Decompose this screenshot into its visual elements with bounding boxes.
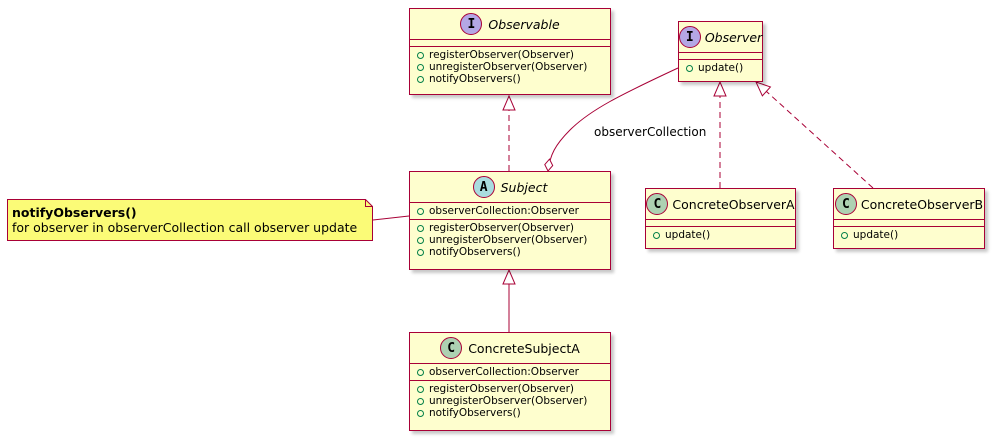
aggregation-edge-observer-subject [544, 67, 679, 172]
class-icon: C [646, 193, 669, 215]
method-row: unregisterObserver(Observer) [417, 395, 610, 407]
method-row: registerObserver(Observer) [417, 222, 610, 234]
note-notify-observers: notifyObservers() for observer in observ… [7, 199, 373, 241]
class-name: Observer [704, 29, 763, 45]
note-title: notifyObservers() [12, 205, 137, 220]
edge-label-observer-collection: observerCollection [594, 125, 707, 139]
fields-section: observerCollection:Observer [410, 363, 610, 380]
note-shape [7, 199, 373, 241]
method-row: registerObserver(Observer) [417, 383, 610, 395]
public-visibility-icon [653, 231, 660, 239]
methods-section: registerObserver(Observer) unregisterObs… [410, 219, 610, 260]
fields-section [410, 39, 610, 46]
public-visibility-icon [417, 224, 424, 232]
realization-edge-observer-b-observer [756, 82, 874, 189]
interface-icon: I [678, 26, 701, 48]
method-row: notifyObservers() [417, 73, 610, 85]
public-visibility-icon [686, 64, 693, 72]
class-name: ConcreteObserverA [672, 196, 795, 212]
methods-section: update() [646, 226, 795, 243]
method-row: update() [653, 229, 795, 241]
method-row: unregisterObserver(Observer) [417, 61, 610, 73]
class-icon: C [440, 337, 463, 359]
method-row: registerObserver(Observer) [417, 49, 610, 61]
class-concrete-observer-a[interactable]: C ConcreteObserverA update() [645, 188, 796, 249]
class-subject[interactable]: A Subject observerCollection:Observer re… [409, 171, 611, 270]
public-visibility-icon [417, 207, 424, 215]
abstract-class-icon: A [472, 176, 495, 198]
class-name: ConcreteSubjectA [468, 340, 580, 356]
public-visibility-icon [841, 231, 848, 239]
methods-section: update() [679, 59, 762, 76]
method-row: notifyObservers() [417, 407, 610, 419]
fields-section: observerCollection:Observer [410, 202, 610, 219]
note-connector [372, 215, 410, 221]
method-row: update() [686, 62, 762, 74]
field-row: observerCollection:Observer [417, 205, 610, 217]
fields-section [679, 52, 762, 59]
public-visibility-icon [417, 368, 424, 376]
class-observable[interactable]: I Observable registerObserver(Observer) … [409, 8, 611, 95]
fields-section [646, 219, 795, 226]
methods-section: registerObserver(Observer) unregisterObs… [410, 380, 610, 421]
fields-section [834, 219, 984, 226]
class-name: Observable [488, 16, 560, 32]
class-name: ConcreteObserverB [860, 196, 984, 212]
method-row: notifyObservers() [417, 246, 610, 258]
public-visibility-icon [417, 385, 424, 393]
note-body: for observer in observerCollection call … [12, 220, 358, 235]
methods-section: registerObserver(Observer) unregisterObs… [410, 46, 610, 87]
public-visibility-icon [417, 236, 424, 244]
class-concrete-subject-a[interactable]: C ConcreteSubjectA observerCollection:Ob… [409, 332, 611, 431]
class-observer[interactable]: I Observer update() [678, 21, 763, 82]
class-icon: C [834, 193, 857, 215]
public-visibility-icon [417, 409, 424, 417]
method-row: update() [841, 229, 984, 241]
public-visibility-icon [417, 51, 424, 59]
public-visibility-icon [417, 397, 424, 405]
public-visibility-icon [417, 63, 424, 71]
method-row: unregisterObserver(Observer) [417, 234, 610, 246]
public-visibility-icon [417, 75, 424, 83]
class-concrete-observer-b[interactable]: C ConcreteObserverB update() [833, 188, 985, 249]
field-row: observerCollection:Observer [417, 366, 610, 378]
methods-section: update() [834, 226, 984, 243]
class-name: Subject [500, 179, 548, 195]
interface-icon: I [460, 13, 483, 35]
public-visibility-icon [417, 248, 424, 256]
